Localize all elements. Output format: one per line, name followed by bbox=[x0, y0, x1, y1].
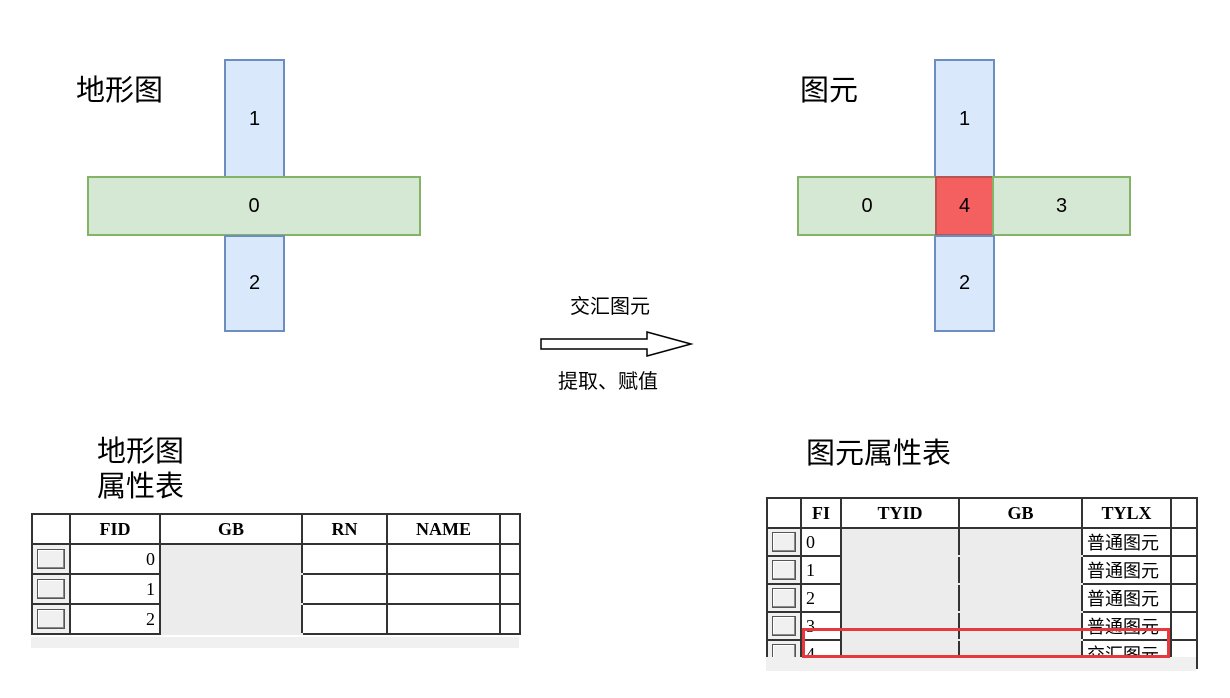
piece-1: 1 bbox=[224, 59, 285, 179]
column-header-gb[interactable]: GB bbox=[159, 513, 303, 545]
element-label: 2 bbox=[958, 272, 971, 294]
row-selector[interactable] bbox=[31, 573, 71, 605]
table-row[interactable]: 1 bbox=[31, 573, 521, 605]
intersection-row-highlight bbox=[802, 628, 1170, 658]
right-arrow-icon bbox=[540, 331, 694, 357]
tyid-cell-redacted bbox=[840, 527, 960, 557]
gb-cell-redacted bbox=[958, 555, 1083, 585]
element-2: 2 bbox=[934, 235, 995, 332]
table-scroll-area bbox=[766, 657, 1196, 671]
tyid-cell-redacted bbox=[840, 555, 960, 585]
rn-cell bbox=[301, 573, 388, 605]
gb-cell-redacted bbox=[958, 611, 1083, 641]
piece-label: 0 bbox=[248, 194, 260, 217]
table-row[interactable]: 3 普通图元 bbox=[766, 611, 1198, 641]
overflow-cell bbox=[1170, 527, 1198, 557]
terrain-attribute-table: FID GB RN NAME 0 1 2 bbox=[31, 513, 521, 635]
column-header-overflow bbox=[499, 513, 521, 545]
element-label: 4 bbox=[958, 194, 971, 217]
fid-cell: 2 bbox=[69, 603, 161, 635]
column-header-gb[interactable]: GB bbox=[958, 497, 1083, 529]
gb-cell-redacted bbox=[159, 603, 303, 635]
left-table-title-line2: 属性表 bbox=[97, 471, 185, 503]
element-4-intersection: 4 bbox=[935, 176, 994, 236]
gb-cell-redacted bbox=[958, 527, 1083, 557]
fi-cell: 3 bbox=[800, 611, 842, 641]
table-row[interactable]: 1 普通图元 bbox=[766, 555, 1198, 585]
row-selector[interactable] bbox=[31, 543, 71, 575]
overflow-cell bbox=[1170, 555, 1198, 585]
table-row[interactable]: 2 普通图元 bbox=[766, 583, 1198, 613]
element-0: 0 bbox=[797, 176, 937, 236]
fi-cell: 1 bbox=[800, 555, 842, 585]
element-attribute-table: FI TYID GB TYLX 0 普通图元 1 普通图元 2 bbox=[766, 497, 1198, 669]
row-selector-header[interactable] bbox=[766, 497, 802, 529]
element-3: 3 bbox=[992, 176, 1131, 236]
tylx-cell: 普通图元 bbox=[1081, 527, 1172, 557]
table-row[interactable]: 0 普通图元 bbox=[766, 527, 1198, 557]
left-table-title-line1: 地形图 bbox=[97, 436, 185, 468]
column-header-name[interactable]: NAME bbox=[386, 513, 501, 545]
tylx-cell: 普通图元 bbox=[1081, 611, 1172, 641]
left-diagram-title: 地形图 bbox=[76, 75, 164, 107]
rn-cell bbox=[301, 603, 388, 635]
right-diagram-title: 图元 bbox=[800, 75, 859, 107]
overflow-cell bbox=[499, 603, 521, 635]
gb-cell-redacted bbox=[159, 573, 303, 605]
name-cell bbox=[386, 603, 501, 635]
rn-cell bbox=[301, 543, 388, 575]
piece-2: 2 bbox=[224, 235, 285, 332]
row-selector[interactable] bbox=[766, 583, 802, 613]
piece-label: 2 bbox=[248, 272, 261, 294]
fid-cell: 1 bbox=[69, 573, 161, 605]
element-label: 0 bbox=[861, 194, 873, 217]
table-row[interactable]: 0 bbox=[31, 543, 521, 575]
row-selector[interactable] bbox=[31, 603, 71, 635]
row-selector[interactable] bbox=[766, 527, 802, 557]
overflow-cell bbox=[1170, 611, 1198, 641]
column-header-fid[interactable]: FID bbox=[69, 513, 161, 545]
tyid-cell-redacted bbox=[840, 583, 960, 613]
column-header-tyid[interactable]: TYID bbox=[840, 497, 960, 529]
name-cell bbox=[386, 543, 501, 575]
left-table-title: 地形图 属性表 bbox=[97, 435, 184, 505]
tylx-cell: 普通图元 bbox=[1081, 555, 1172, 585]
fid-cell: 0 bbox=[69, 543, 161, 575]
table-header-row: FI TYID GB TYLX bbox=[766, 497, 1198, 529]
table-header-row: FID GB RN NAME bbox=[31, 513, 521, 545]
row-selector[interactable] bbox=[766, 555, 802, 585]
column-header-overflow bbox=[1170, 497, 1198, 529]
column-header-fi[interactable]: FI bbox=[800, 497, 842, 529]
arrow-label-bottom: 提取、赋值 bbox=[558, 371, 658, 393]
element-1: 1 bbox=[934, 59, 995, 179]
right-table-title: 图元属性表 bbox=[806, 438, 952, 470]
name-cell bbox=[386, 573, 501, 605]
row-selector-header[interactable] bbox=[31, 513, 71, 545]
element-label: 1 bbox=[958, 107, 971, 130]
overflow-cell bbox=[499, 573, 521, 605]
piece-label: 1 bbox=[248, 107, 261, 130]
fi-cell: 0 bbox=[800, 527, 842, 557]
gb-cell-redacted bbox=[958, 583, 1083, 613]
column-header-tylx[interactable]: TYLX bbox=[1081, 497, 1172, 529]
tyid-cell-redacted bbox=[840, 611, 960, 641]
column-header-rn[interactable]: RN bbox=[301, 513, 388, 545]
piece-0: 0 bbox=[87, 176, 421, 236]
row-selector[interactable] bbox=[766, 611, 802, 641]
gb-cell-redacted bbox=[159, 543, 303, 575]
element-label: 3 bbox=[1055, 194, 1068, 217]
table-scroll-area bbox=[31, 637, 519, 648]
overflow-cell bbox=[499, 543, 521, 575]
fi-cell: 2 bbox=[800, 583, 842, 613]
arrow-label-top: 交汇图元 bbox=[570, 296, 650, 318]
table-row[interactable]: 2 bbox=[31, 603, 521, 635]
tylx-cell: 普通图元 bbox=[1081, 583, 1172, 613]
overflow-cell bbox=[1170, 583, 1198, 613]
